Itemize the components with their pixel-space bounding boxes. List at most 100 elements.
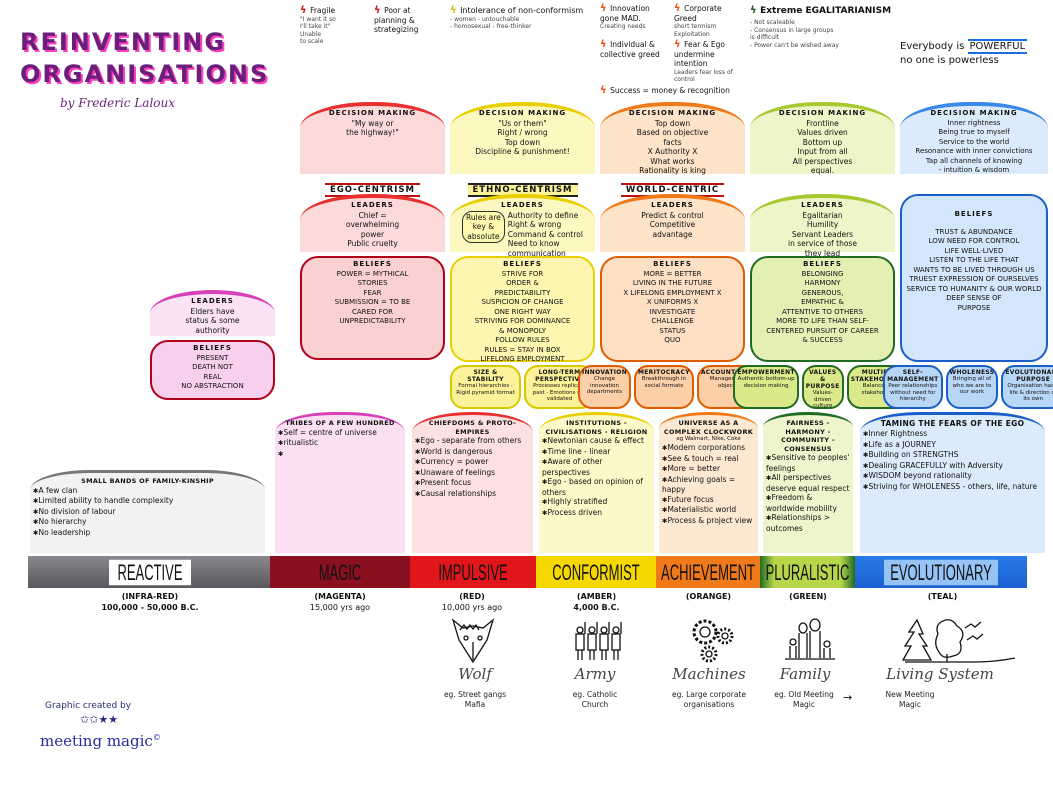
magic-color: (MAGENTA)15,000 yrs ago [309,592,371,612]
stage-name-reactive: REACTIVE [85,556,215,588]
list-item: LISTEN TO THE LIFE THAT [929,256,1019,264]
list-item: MORE = BETTER [643,269,702,278]
list-item: Elders have [190,306,235,316]
list-item: Need to know [507,239,560,248]
list-item: Present focus [415,478,530,489]
list-item: Bottom up [802,137,843,147]
metaphor-living-system: Living System [886,665,994,683]
conformist-beliefs-label: BELIEFS [503,260,542,268]
list-item: STRIVE FOR [501,269,544,278]
list-item: Creating needs [600,23,646,30]
band-magic [270,556,410,588]
family-icon [785,618,835,660]
list-item: SUSPICION OF CHANGE [481,298,564,306]
pluralistic-decision-label: DECISION MAKING [778,109,867,117]
stage-name-pluralistic: PLURALISTIC [765,559,850,585]
list-item: Sensitive to peoples' feelings [766,453,850,473]
pluralistic-beliefs-label: BELIEFS [803,260,842,268]
stage-name-achievement: ACHIEVEMENT [661,559,755,585]
achievement-beliefs-label: BELIEFS [653,260,692,268]
list-item: WANTS TO BE LIVED THROUGH US [913,265,1035,274]
metaphor-machines: Machines [672,665,746,683]
conformist-leaders-label: LEADERS [501,201,544,209]
list-item: Highly stratified [542,497,651,508]
stage-name-magic: MAGIC [318,559,362,585]
list-item: STORIES [357,279,388,287]
band-conformist [536,556,656,588]
list-item: QUO [664,336,681,344]
list-item: X Authority X [647,147,698,156]
list-item: DEATH NOT [192,363,233,371]
pluralistic-foundation: FAIRNESS - HARMONY - COMMUNITY - CONSENS… [763,412,853,553]
list-item: Modern corporations [662,443,755,454]
list-item: Limited ability to handle complexity [33,496,262,507]
list-item: Striving for WHOLENESS - others, life, n… [863,482,1042,493]
list-item: More = better [662,464,755,475]
list-item: POWER = MYTHICAL [336,269,409,278]
lightning-icon: ϟ [600,3,611,14]
list-item: Exploitation [674,30,710,38]
metaphor-family: Family [779,665,831,683]
powerful-statement: Everybody is POWERFUL no one is powerles… [900,39,1028,66]
list-item: Humility [806,220,839,229]
impulsive-arc-title: CHIEFDOMS & PROTO-EMPIRES [428,419,517,436]
evolutionary-arc-title: TAMING THE FEARS OF THE EGO [880,419,1025,428]
list-item [278,449,402,460]
list-item: A few clan [33,486,262,497]
list-item: authority [195,325,230,335]
list-item: eg. Street gangs [443,690,507,699]
list-item: Predict & control [641,210,704,220]
conformist-limitations: ϟ Intolerance of non-conformism- women -… [450,6,595,100]
list-item: Command & control [507,229,583,239]
evolutionary-bullets: Inner RightnessLife as a JOURNEYBuilding… [863,429,1042,492]
list-item: Self = centre of universe [278,428,402,439]
list-item: LIVING IN THE FUTURE [632,279,713,287]
list-item: communication [507,248,566,258]
reactive-arc-title: SMALL BANDS OF FAMILY-KINSHIP [81,477,214,485]
pluralistic-color: (GREEN) [789,592,827,601]
list-item: ONE RIGHT WAY [494,307,551,316]
lightning-icon: ϟ [750,5,761,16]
achievement-limitation-3: ϟ Individual & collective greed [600,39,660,59]
impulsive-leaders-label: LEADERS [351,201,394,209]
list-item: PREDICTABILITY [494,288,551,297]
reactive-bullets: A few clanLimited ability to handle comp… [33,486,262,528]
conformist-bullets: Newtonian cause & effectTime line - line… [542,436,651,518]
list-item: is difficult [750,34,780,41]
list-item: Being true to myself [938,128,1010,136]
list-item: Inner rightness [947,118,1001,127]
list-item: Unable [300,30,322,38]
list-item: they lead [804,248,841,258]
list-item: TRUST & ABUNDANCE [935,227,1013,236]
list-item: advantage [652,229,693,239]
list-item: New Meeting [885,690,935,699]
lightning-icon: ϟ [374,5,385,16]
list-item: the highway!" [346,128,399,137]
list-item: I'll take it" [300,23,331,30]
list-item: BELONGING [801,269,844,278]
magic-beliefs-label: BELIEFS [193,344,232,352]
list-item: eg. Catholic [572,690,618,699]
list-item: PRESENT [196,353,229,362]
list-item: Mafia [464,699,486,709]
